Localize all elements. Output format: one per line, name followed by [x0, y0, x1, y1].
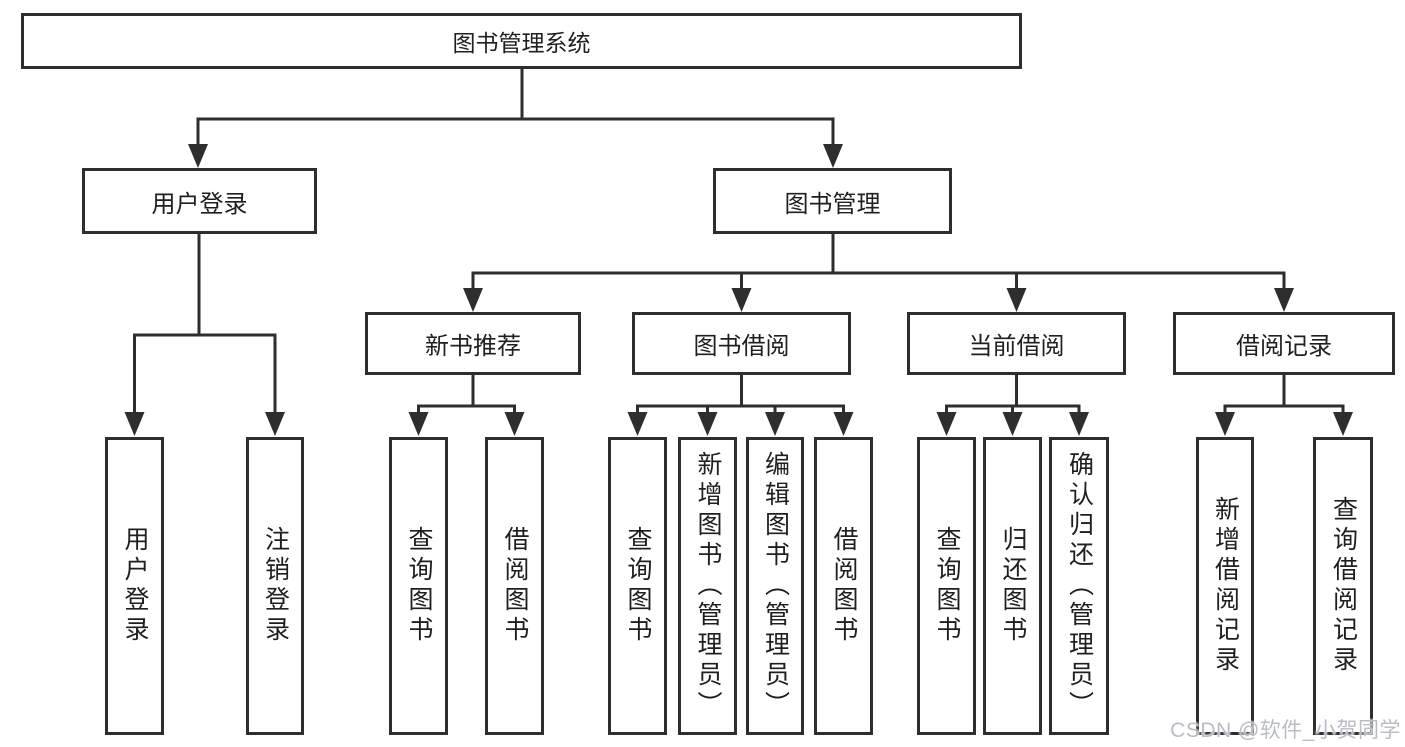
- node-leaf-label: 查询图书: [405, 526, 433, 646]
- connector-current-borrow-to-leaves: [936, 375, 1089, 436]
- node-root: 图书管理系统: [21, 13, 1022, 69]
- node-current-borrow: 当前借阅: [907, 312, 1126, 375]
- connector-book-mgmt-to-sections: [463, 234, 1294, 312]
- node-leaf-label: 查询图书: [933, 526, 961, 646]
- node-leaf-label: 注销登录: [261, 526, 290, 646]
- node-user-login: 用户登录: [82, 168, 317, 234]
- node-leaf-confirm-return-admin: 确认归还（管理员）: [1049, 437, 1109, 735]
- node-leaf-add-borrow-record: 新增借阅记录: [1196, 437, 1254, 735]
- node-leaf-label: 查询图书: [624, 526, 652, 646]
- node-book-borrow: 图书借阅: [632, 312, 851, 375]
- node-user-login-label: 用户登录: [151, 190, 248, 218]
- node-leaf-rec-borrow-book: 借阅图书: [485, 437, 544, 735]
- node-leaf-user-login: 用户登录: [105, 437, 164, 735]
- node-book-borrow-label: 图书借阅: [693, 333, 790, 360]
- connector-user-login-to-leaves: [124, 233, 285, 436]
- node-leaf-label: 借阅图书: [501, 526, 529, 646]
- node-leaf-label: 查询借阅记录: [1329, 496, 1358, 676]
- node-leaf-logout: 注销登录: [246, 437, 304, 735]
- node-leaf-rec-query-book: 查询图书: [389, 437, 448, 735]
- node-new-book-rec-label: 新书推荐: [425, 333, 521, 360]
- node-root-label: 图书管理系统: [452, 30, 591, 56]
- node-leaf-label: 用户登录: [121, 526, 149, 646]
- node-leaf-label: 编辑图书（管理员）: [761, 451, 790, 721]
- node-new-book-rec: 新书推荐: [365, 312, 581, 375]
- connector-borrow-records-to-leaves: [1215, 374, 1353, 436]
- connector-new-book-rec-to-leaves: [408, 375, 525, 436]
- connector-book-borrow-to-leaves: [627, 375, 854, 436]
- node-borrow-records-label: 借阅记录: [1236, 333, 1332, 360]
- node-leaf-label: 新增借阅记录: [1211, 496, 1240, 676]
- csdn-watermark: CSDN @软件_小贺同学: [1170, 719, 1401, 742]
- node-leaf-borrow-query-book: 查询图书: [608, 437, 667, 735]
- node-leaf-label: 确认归还（管理员）: [1065, 451, 1094, 721]
- node-leaf-label: 借阅图书: [830, 526, 858, 646]
- node-leaf-label: 归还图书: [999, 526, 1027, 646]
- node-leaf-return-book: 归还图书: [983, 437, 1042, 735]
- node-leaf-current-query-book: 查询图书: [917, 437, 976, 735]
- node-leaf-borrow-book: 借阅图书: [814, 437, 873, 735]
- node-book-mgmt: 图书管理: [713, 168, 952, 234]
- node-leaf-query-borrow-record: 查询借阅记录: [1313, 437, 1373, 735]
- node-current-borrow-label: 当前借阅: [968, 333, 1065, 360]
- node-borrow-records: 借阅记录: [1173, 312, 1395, 375]
- node-leaf-label: 新增图书（管理员）: [694, 451, 722, 721]
- node-leaf-edit-book-admin: 编辑图书（管理员）: [746, 437, 804, 735]
- connector-root-to-branches: [188, 69, 843, 168]
- node-book-mgmt-label: 图书管理: [784, 190, 881, 218]
- node-leaf-add-book-admin: 新增图书（管理员）: [678, 437, 737, 735]
